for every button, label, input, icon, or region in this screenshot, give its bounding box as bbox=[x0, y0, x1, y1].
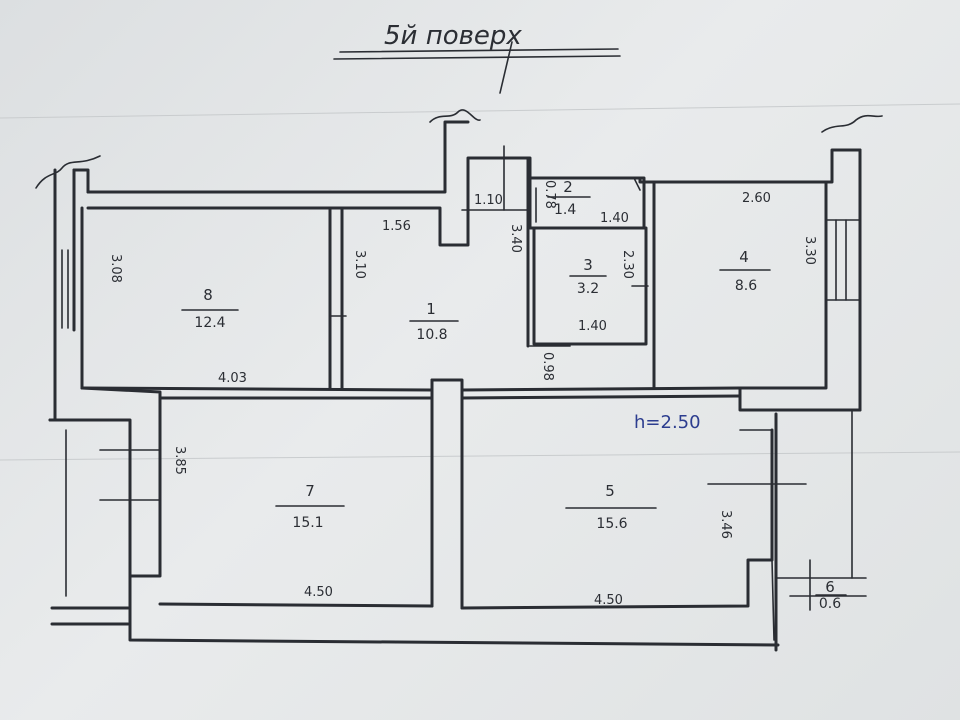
room-4-area: 8.6 bbox=[735, 278, 757, 294]
room-2-label: 2 1.4 bbox=[547, 178, 591, 218]
outer-walls bbox=[48, 120, 862, 652]
room-3-number: 3 bbox=[583, 256, 593, 274]
ceiling-height-note: h=2.50 bbox=[634, 412, 701, 433]
dim-2-30: 2.30 bbox=[620, 250, 635, 279]
room-7-number: 7 bbox=[305, 482, 315, 500]
dim-4-03: 4.03 bbox=[218, 371, 247, 386]
dim-1-10: 1.10 bbox=[474, 193, 503, 208]
dim-3-08: 3.08 bbox=[108, 254, 123, 283]
dim-4-50-left: 4.50 bbox=[304, 585, 333, 600]
dim-3-30: 3.30 bbox=[802, 236, 817, 265]
room-labels: 1 10.8 2 1.4 3 3.2 4 8.6 5 15.6 6 0.6 bbox=[181, 178, 847, 612]
page-title: 5й поверх bbox=[384, 21, 522, 51]
room-6-label: 6 0.6 bbox=[815, 578, 847, 612]
room-5-label: 5 15.6 bbox=[565, 482, 657, 532]
dimension-labels: 3.08 4.03 3.10 1.56 1.10 3.40 0.78 1.40 … bbox=[108, 180, 817, 608]
dim-4-50-right: 4.50 bbox=[594, 593, 623, 608]
dim-1-56: 1.56 bbox=[382, 219, 411, 234]
room-3-area: 3.2 bbox=[577, 281, 599, 297]
break-marks bbox=[35, 109, 883, 189]
room-2-number: 2 bbox=[563, 178, 573, 196]
inner-walls bbox=[80, 156, 742, 610]
room-2-area: 1.4 bbox=[554, 202, 576, 218]
room-1-number: 1 bbox=[426, 300, 436, 318]
wall-details bbox=[61, 145, 867, 641]
dim-3-46: 3.46 bbox=[718, 510, 733, 539]
title-stroke bbox=[499, 41, 513, 94]
room-6-area: 0.6 bbox=[819, 596, 841, 612]
room-7-label: 7 15.1 bbox=[275, 482, 345, 531]
room-8-area: 12.4 bbox=[194, 315, 225, 331]
room-5-area: 15.6 bbox=[596, 516, 627, 532]
dim-1-40-top: 1.40 bbox=[600, 211, 629, 226]
header: 5й поверх bbox=[333, 21, 621, 94]
room-6-number: 6 bbox=[825, 578, 835, 596]
dim-0-78: 0.78 bbox=[542, 180, 557, 209]
dim-3-40: 3.40 bbox=[508, 224, 523, 253]
title-underline-2 bbox=[333, 55, 621, 60]
dim-2-60: 2.60 bbox=[742, 191, 771, 206]
room-5-number: 5 bbox=[605, 482, 615, 500]
title-underline bbox=[339, 48, 619, 53]
dim-3-10: 3.10 bbox=[352, 250, 367, 279]
dim-0-98: 0.98 bbox=[540, 352, 555, 381]
room-3-label: 3 3.2 bbox=[569, 256, 607, 297]
room-4-number: 4 bbox=[739, 248, 749, 266]
dim-3-85: 3.85 bbox=[172, 446, 187, 475]
room-1-area: 10.8 bbox=[416, 327, 447, 343]
room-7-area: 15.1 bbox=[292, 515, 323, 531]
room-4-label: 4 8.6 bbox=[719, 248, 771, 294]
room-8-label: 8 12.4 bbox=[181, 286, 239, 331]
dim-1-40-bottom: 1.40 bbox=[578, 319, 607, 334]
room-1-label: 1 10.8 bbox=[409, 300, 459, 343]
room-8-number: 8 bbox=[203, 286, 213, 304]
